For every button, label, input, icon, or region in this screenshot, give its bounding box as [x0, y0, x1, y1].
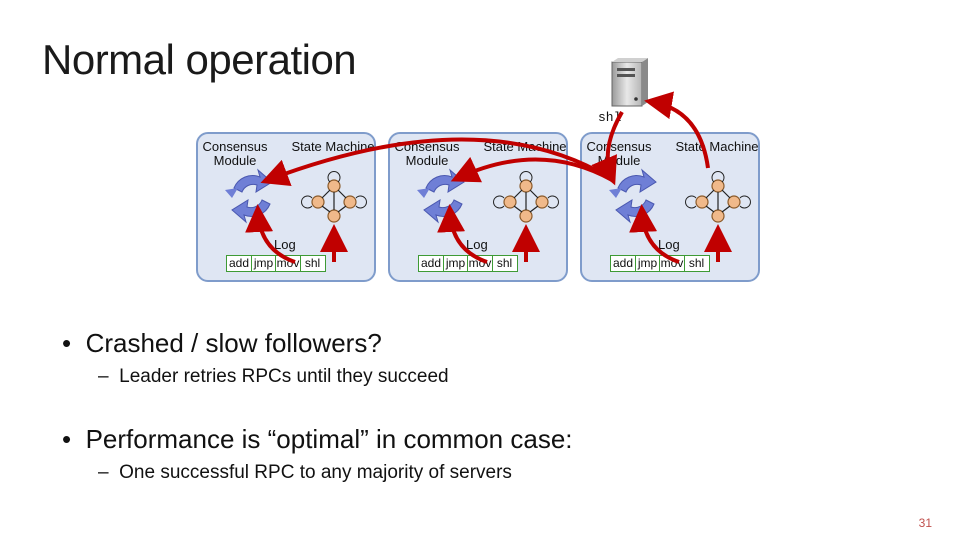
log-entry: shl	[299, 255, 326, 272]
log-entries: add jmp mov shl	[418, 255, 518, 272]
page-number: 31	[918, 516, 932, 530]
log-entry: jmp	[634, 255, 661, 272]
log-entries: add jmp mov shl	[610, 255, 710, 272]
sub-bullet-1: – Leader retries RPCs until they succeed	[98, 366, 449, 388]
rpc-arrow-to-server-1	[260, 137, 612, 187]
log-entry: shl	[491, 255, 518, 272]
bullet-2: • Performance is “optimal” in common cas…	[62, 424, 573, 455]
state-machine-label: State Machine	[675, 139, 759, 154]
log-to-consensus-arrow	[437, 204, 488, 264]
log-entry: add	[610, 255, 636, 272]
log-entries: add jmp mov shl	[226, 255, 326, 272]
log-to-consensus-arrow	[629, 204, 680, 264]
rpc-arrow-to-server-2	[450, 156, 613, 183]
dash: –	[98, 462, 120, 483]
state-machine-label: State Machine	[291, 139, 375, 154]
log-entry: add	[226, 255, 252, 272]
bullet-dot: •	[62, 424, 86, 454]
state-machine-icon	[684, 170, 752, 223]
consensus-cycle-icon	[416, 169, 465, 223]
sub-bullet-text: One successful RPC to any majority of se…	[119, 462, 512, 483]
server-tower-icon	[611, 58, 648, 107]
bullet-text: Performance is “optimal” in common case:	[85, 424, 573, 454]
consensus-cycle-icon	[608, 169, 657, 223]
client-request-arrow	[591, 110, 624, 186]
state-machine-icon	[300, 170, 368, 223]
log-label: Log	[466, 237, 488, 252]
bullet-1: • Crashed / slow followers?	[62, 328, 382, 359]
consensus-cycle-icon	[224, 169, 273, 223]
log-to-consensus-arrow	[245, 204, 296, 264]
state-machine-icon	[492, 170, 560, 223]
sub-bullet-2: – One successful RPC to any majority of …	[98, 462, 512, 484]
sub-bullet-text: Leader retries RPCs until they succeed	[119, 366, 449, 387]
consensus-module-label: Consensus Module	[202, 139, 268, 168]
bullet-dot: •	[62, 328, 86, 358]
client-reply-arrow	[644, 91, 710, 169]
log-entry: jmp	[250, 255, 277, 272]
log-label: Log	[658, 237, 680, 252]
dash: –	[98, 366, 120, 387]
log-label: Log	[274, 237, 296, 252]
slide-title: Normal operation	[42, 36, 357, 83]
log-entry: shl	[683, 255, 710, 272]
bullet-text: Crashed / slow followers?	[85, 328, 382, 358]
flow-arrows	[245, 91, 732, 264]
